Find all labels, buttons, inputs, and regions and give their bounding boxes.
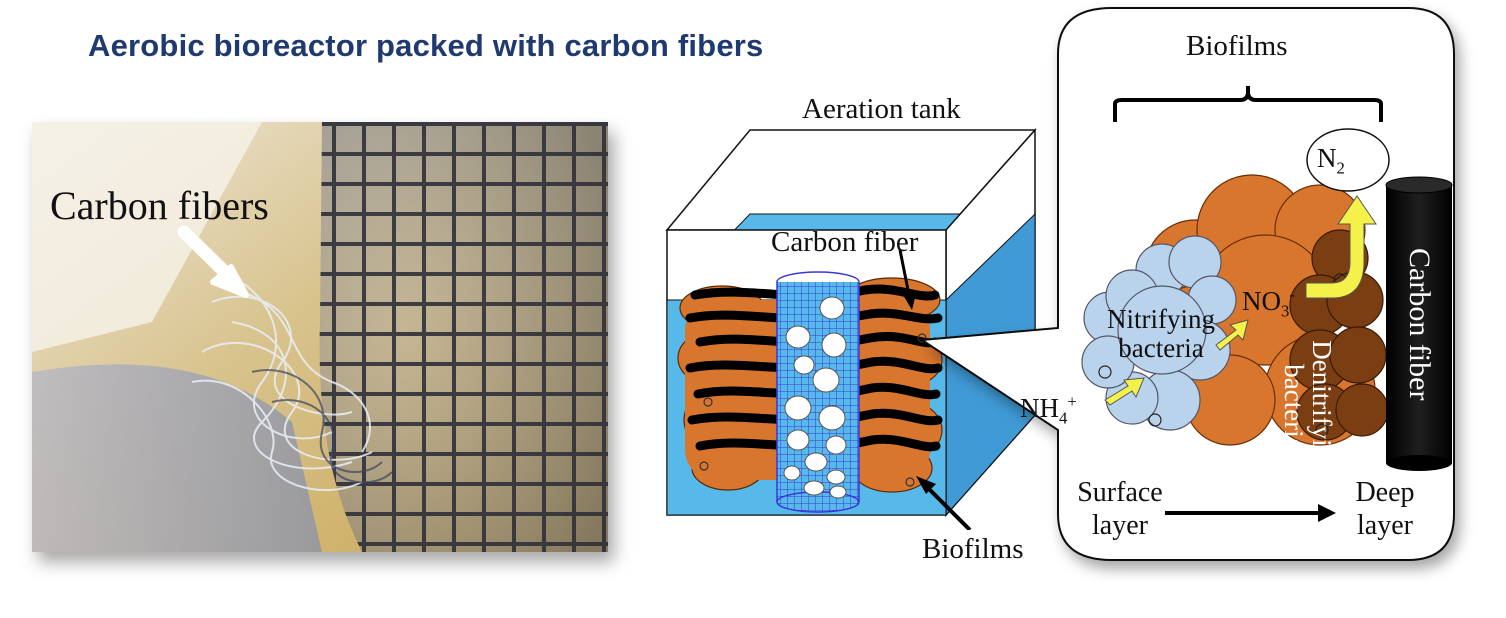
photo-illustration [32,122,608,552]
carbon-fibers-label: Carbon fibers [50,183,269,228]
surface-layer-label: Surface layer [1077,477,1163,541]
biofilm-detail-callout [919,7,1455,561]
n2-label: N2 [1317,143,1345,178]
carbon-fiber-pointer [898,249,912,301]
n2-bubble [1306,128,1390,192]
aeration-tank-diagram [665,128,1037,530]
bioreactor-photo: Carbon fibers [32,122,608,552]
detail-biofilms-label: Biofilms [1186,30,1288,62]
carbon-fiber-rod [1386,185,1452,463]
tank-biofilms-label: Biofilms [922,533,1024,565]
aeration-tank-label: Aeration tank [802,93,961,125]
denitrifying-bacteria-label: Denitrifying bacteria [1279,340,1337,474]
biofilms-brace [1113,86,1383,122]
no3-arrow [1215,319,1249,351]
nitrifying-cloud [1081,235,1237,431]
page-title: Aerobic bioreactor packed with carbon fi… [88,28,764,63]
deep-layer-label: Deep layer [1355,477,1415,541]
air-bubbles [783,296,847,499]
biofilms-pointer [923,483,972,530]
n2-arrow [1305,195,1377,299]
nitrifying-bacteria-label: Nitrifying bacteria [1107,304,1215,363]
carbon-fiber-label: Carbon fiber [771,226,919,258]
nh4-arrow [1104,377,1145,406]
nh4-label: NH4+ [1020,392,1077,428]
carbon-fiber-rod-label: Carbon fiber [1403,248,1436,401]
no3-label: NO3- [1242,285,1295,321]
